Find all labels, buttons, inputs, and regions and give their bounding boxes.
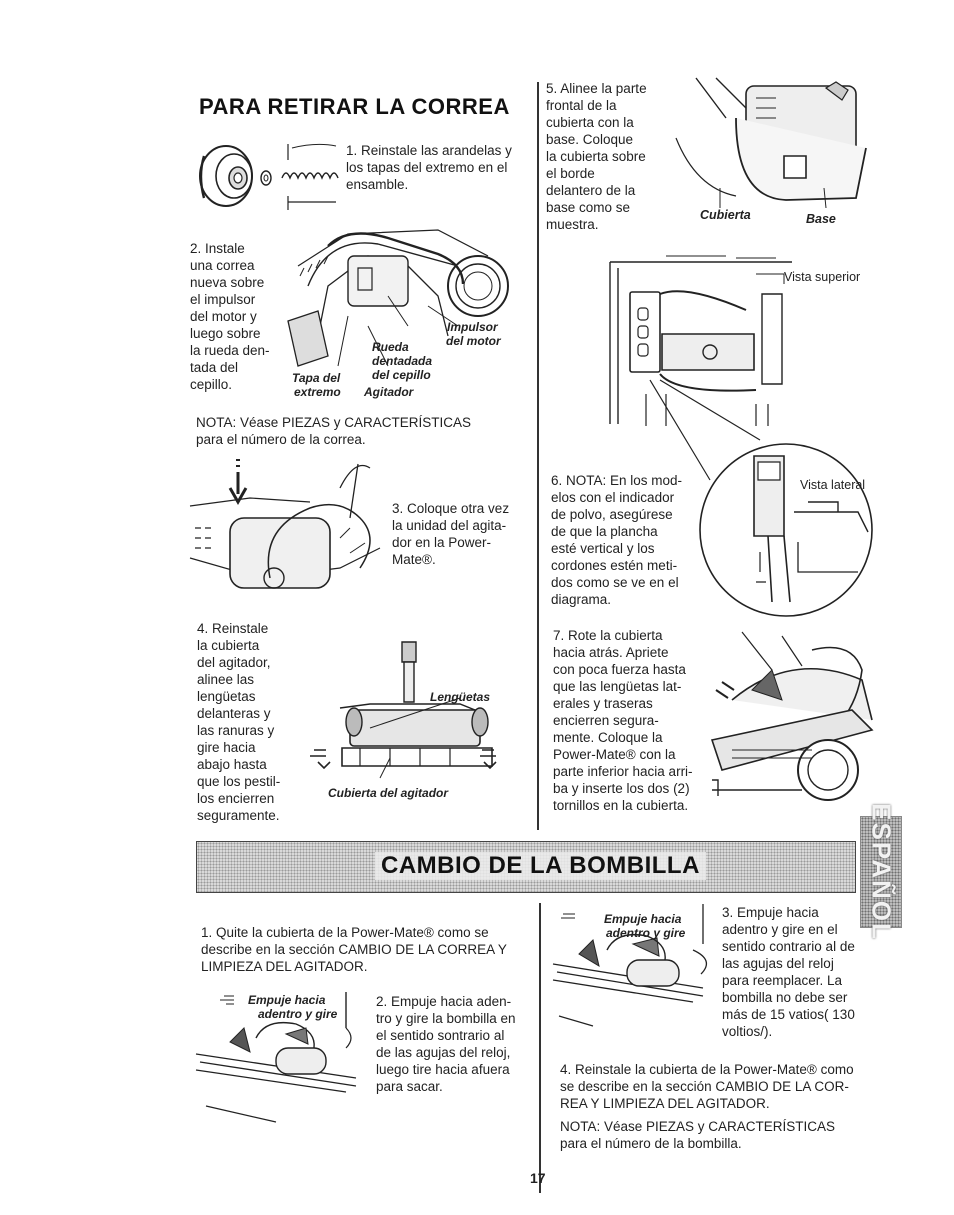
bulb-step-1: 1. Quite la cubierta de la Power-Mate® c… <box>201 925 507 974</box>
cover-rotate-illustration <box>712 630 876 806</box>
label-base: Base <box>806 212 836 226</box>
belt-step-1: 1. Reinstale las arandelas y los tapas d… <box>346 143 512 192</box>
bulb-step-2: 2. Empuje hacia aden- tro y gire la bomb… <box>376 994 516 1094</box>
label-lenguetas: Lengüetas <box>430 690 491 704</box>
label-del-cepillo: del cepillo <box>372 368 431 382</box>
agitator-placement-illustration <box>190 458 390 608</box>
belt-step-2: 2. Instale una correa nueva sobre el imp… <box>190 241 270 392</box>
label-dentadada: dentadada <box>372 354 433 368</box>
bulb-step-3: 3. Empuje hacia adentro y gire en el sen… <box>722 905 855 1039</box>
belt-step-3: 3. Coloque otra vez la unidad del agita-… <box>392 501 510 567</box>
label-vista-superior: Vista superior <box>784 270 861 284</box>
label-empuje-1: Empuje hacia <box>248 993 326 1007</box>
cover-alignment-illustration <box>676 78 872 208</box>
section-title-bulb: CAMBIO DE LA BOMBILLA <box>375 852 706 880</box>
label-impulsor: Impulsor <box>447 320 498 334</box>
language-tab: ESPAÑOL <box>860 803 902 941</box>
label-vista-lateral: Vista lateral <box>800 478 866 492</box>
bulb-remove-illustration <box>196 988 362 1100</box>
belt-step-7: 7. Rote la cubierta hacia atrás. Apriete… <box>553 628 693 813</box>
bulb-replace-illustration <box>553 904 715 1034</box>
label-adentro-2: adentro y gire <box>606 926 686 940</box>
belt-step-6: 6. NOTA: En los mod- elos con el indicad… <box>551 473 683 607</box>
column-divider-top <box>537 82 539 830</box>
page-number: 17 <box>530 1170 546 1186</box>
side-view-diagram <box>698 442 874 618</box>
label-rueda: Rueda <box>372 340 409 354</box>
belt-step-5: 5. Alinee la parte frontal de la cubiert… <box>546 81 647 232</box>
callout-lines <box>650 380 770 490</box>
bulb-step-4: 4. Reinstale la cubierta de la Power-Mat… <box>560 1062 854 1111</box>
label-extremo: extremo <box>294 385 341 399</box>
column-divider-bottom <box>539 903 541 1193</box>
agitator-cover-illustration <box>310 638 500 780</box>
label-cubierta-agitador: Cubierta del agitador <box>328 786 449 800</box>
top-view-diagram <box>606 254 796 426</box>
label-adentro-1: adentro y gire <box>258 1007 338 1021</box>
label-empuje-2: Empuje hacia <box>604 912 682 926</box>
label-del-motor: del motor <box>446 334 501 348</box>
label-cubierta: Cubierta <box>700 208 751 222</box>
belt-step-4: 4. Reinstale la cubierta del agitador, a… <box>197 621 281 823</box>
bulb-note: NOTA: Véase PIEZAS y CARACTERÍSTICAS par… <box>560 1119 836 1151</box>
label-agitador: Agitador <box>364 385 414 399</box>
section-title-belt: PARA RETIRAR LA CORREA <box>199 94 510 119</box>
end-cap-assembly-illustration <box>196 138 346 218</box>
belt-install-illustration <box>288 226 514 376</box>
label-tapa-del: Tapa del <box>292 371 341 385</box>
belt-note: NOTA: Véase PIEZAS y CARACTERÍSTICAS par… <box>196 415 472 447</box>
